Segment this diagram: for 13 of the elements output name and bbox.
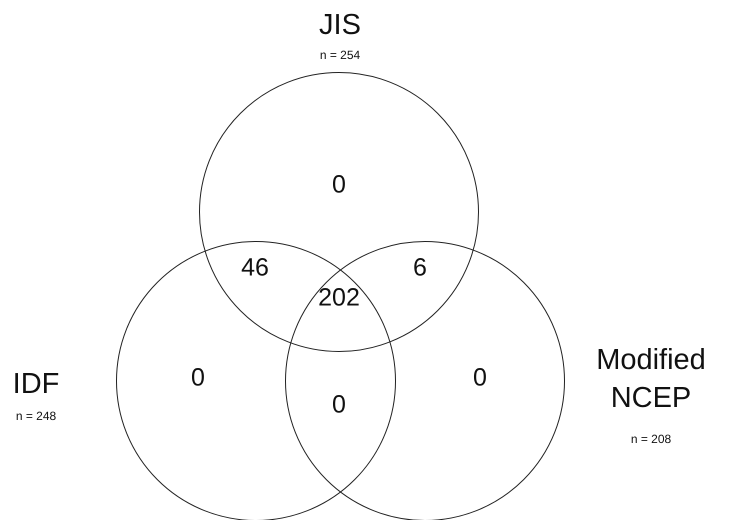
region-count: 0 <box>332 390 346 420</box>
region-count: 46 <box>241 254 269 282</box>
region-count: 0 <box>473 364 487 392</box>
set-size: n = 248 <box>16 409 56 423</box>
set-size: n = 254 <box>320 48 360 62</box>
set-title: Modified NCEP <box>595 343 707 416</box>
region-count: 6 <box>413 254 427 282</box>
region-count: 0 <box>191 364 205 392</box>
region-count: 202 <box>318 284 360 312</box>
set-title: JIS <box>318 8 362 43</box>
set-title: IDF <box>12 367 60 402</box>
region-count: 0 <box>332 170 346 200</box>
set-size: n = 208 <box>630 432 672 446</box>
